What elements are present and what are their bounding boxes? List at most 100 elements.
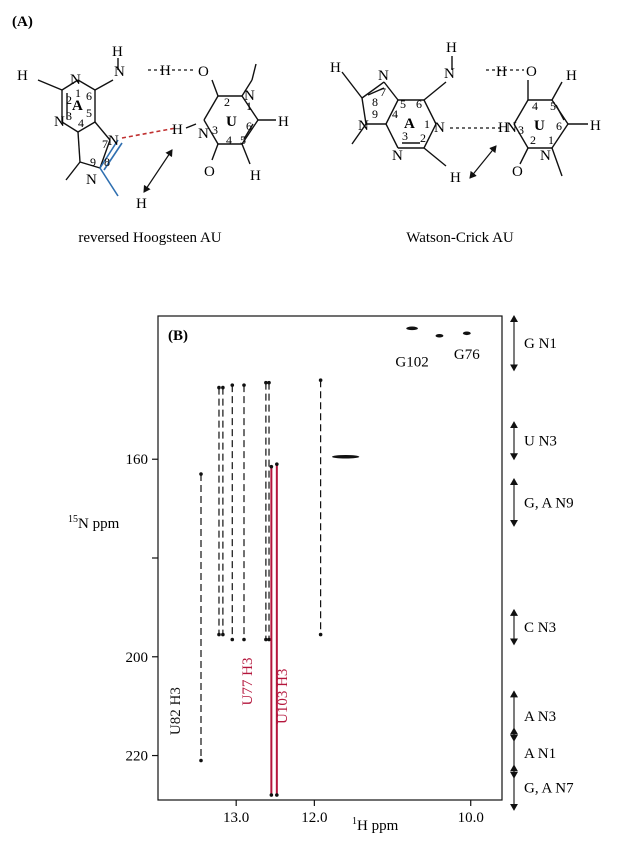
- svg-text:O: O: [526, 64, 537, 80]
- peak-assignment-label: U82 H3: [168, 687, 184, 735]
- connector-lines: [199, 378, 323, 797]
- x-tick-label: 13.0: [223, 810, 249, 826]
- watson-crick-pair-structure: [341, 56, 588, 177]
- connector-peak-top: [230, 383, 235, 387]
- svg-text:O: O: [198, 64, 209, 80]
- vertical-labels: U82 H3 U77 H3 U103 H3: [168, 658, 291, 736]
- svg-text:A: A: [404, 116, 415, 132]
- svg-text:1: 1: [548, 133, 554, 147]
- svg-text:1: 1: [75, 86, 81, 100]
- panel-a: (A): [12, 14, 601, 246]
- peak: [462, 331, 471, 336]
- hoogsteen-position-numbers: 1 2 3 4 5 6 7 8 9 2 3 4 5 6 1: [66, 86, 252, 169]
- panel-a-label: (A): [12, 14, 33, 30]
- svg-text:H: H: [172, 122, 183, 138]
- svg-text:5: 5: [400, 97, 406, 111]
- svg-text:H: H: [496, 64, 507, 80]
- y-tick-label: 200: [126, 650, 149, 666]
- y-tick-label: 160: [126, 452, 149, 468]
- svg-text:H: H: [278, 114, 289, 130]
- svg-text:H: H: [446, 40, 457, 56]
- svg-text:H: H: [136, 196, 147, 212]
- hoogsteen-noe-arrow: [143, 149, 173, 193]
- svg-text:H: H: [590, 118, 601, 134]
- connector-peak-top: [318, 378, 323, 383]
- svg-text:4: 4: [78, 116, 84, 130]
- connector-peak-bottom: [217, 632, 221, 637]
- y-axis-label-text: N ppm: [78, 516, 120, 532]
- connector-peak-top: [199, 472, 203, 476]
- svg-text:5: 5: [86, 106, 92, 120]
- svg-text:H: H: [498, 120, 509, 136]
- watson-crick-atom-labels: H N N N N N H H O H N N H H O H A U: [330, 40, 601, 186]
- svg-text:N: N: [86, 172, 97, 188]
- y-axis-label-sup: 15: [68, 514, 78, 525]
- region-label: A N3: [524, 709, 556, 725]
- region-label: A N1: [524, 746, 556, 762]
- connector-peak-bottom: [269, 793, 274, 797]
- connector-peak-top: [221, 385, 225, 390]
- connector-peak-top: [264, 380, 268, 385]
- svg-text:4: 4: [532, 99, 538, 113]
- svg-text:1: 1: [424, 117, 430, 131]
- svg-text:N: N: [244, 88, 255, 104]
- connector-peak-bottom: [264, 637, 268, 642]
- svg-text:2: 2: [420, 131, 426, 145]
- peak-assignment-label: U77 H3: [240, 658, 256, 706]
- connector-peak-bottom: [230, 637, 235, 642]
- peak-assignment-label: U103 H3: [275, 669, 291, 724]
- connector-peak-bottom: [267, 637, 271, 642]
- svg-text:4: 4: [226, 133, 232, 147]
- svg-text:N: N: [114, 64, 125, 80]
- region-labels: G N1U N3G, A N9C N3A N3A N1G, A N7: [510, 315, 574, 811]
- peak: [406, 326, 418, 331]
- svg-text:6: 6: [86, 89, 92, 103]
- y-tick-label: 220: [126, 749, 149, 765]
- x-axis-label-sup: 1: [352, 816, 357, 827]
- connector-peak-top: [275, 462, 279, 466]
- svg-text:N: N: [54, 114, 65, 130]
- connector-peak-bottom: [275, 793, 279, 797]
- connector-peak-top: [217, 385, 221, 390]
- y-axis-label: 15N ppm: [68, 514, 120, 532]
- region-label: G, A N9: [524, 495, 574, 511]
- panel-b-label: (B): [168, 328, 188, 344]
- svg-text:A: A: [72, 98, 83, 114]
- peak-label: G102: [395, 355, 428, 371]
- svg-text:H: H: [330, 60, 341, 76]
- x-tick-label: 10.0: [458, 810, 484, 826]
- region-label: U N3: [524, 434, 557, 450]
- hoogsteen-atom-labels: H N N N N N H H O H N N H O H H A U: [17, 44, 289, 212]
- svg-text:8: 8: [104, 155, 110, 169]
- connector-peak-top: [242, 383, 246, 387]
- svg-text:N: N: [358, 118, 369, 134]
- connector-peak-bottom: [199, 758, 203, 763]
- svg-text:1: 1: [246, 99, 252, 113]
- svg-text:8: 8: [372, 95, 378, 109]
- x-axis-label-text: H ppm: [357, 818, 399, 834]
- peak: [331, 454, 360, 459]
- svg-text:N: N: [434, 120, 445, 136]
- svg-text:6: 6: [416, 97, 422, 111]
- peaks: [331, 326, 471, 459]
- svg-text:N: N: [392, 148, 403, 164]
- svg-text:6: 6: [556, 119, 562, 133]
- region-label: G N1: [524, 336, 557, 352]
- hoogsteen-c8-bond: [99, 139, 123, 197]
- svg-text:4: 4: [392, 107, 398, 121]
- svg-text:3: 3: [518, 123, 524, 137]
- svg-text:3: 3: [212, 123, 218, 137]
- svg-text:H: H: [17, 68, 28, 84]
- svg-text:9: 9: [90, 155, 96, 169]
- connector-peak-bottom: [318, 632, 323, 637]
- svg-text:5: 5: [240, 133, 246, 147]
- svg-text:6: 6: [246, 119, 252, 133]
- svg-text:7: 7: [380, 85, 386, 99]
- svg-text:O: O: [512, 164, 523, 180]
- svg-text:H: H: [112, 44, 123, 60]
- svg-text:N: N: [540, 148, 551, 164]
- svg-text:N: N: [378, 68, 389, 84]
